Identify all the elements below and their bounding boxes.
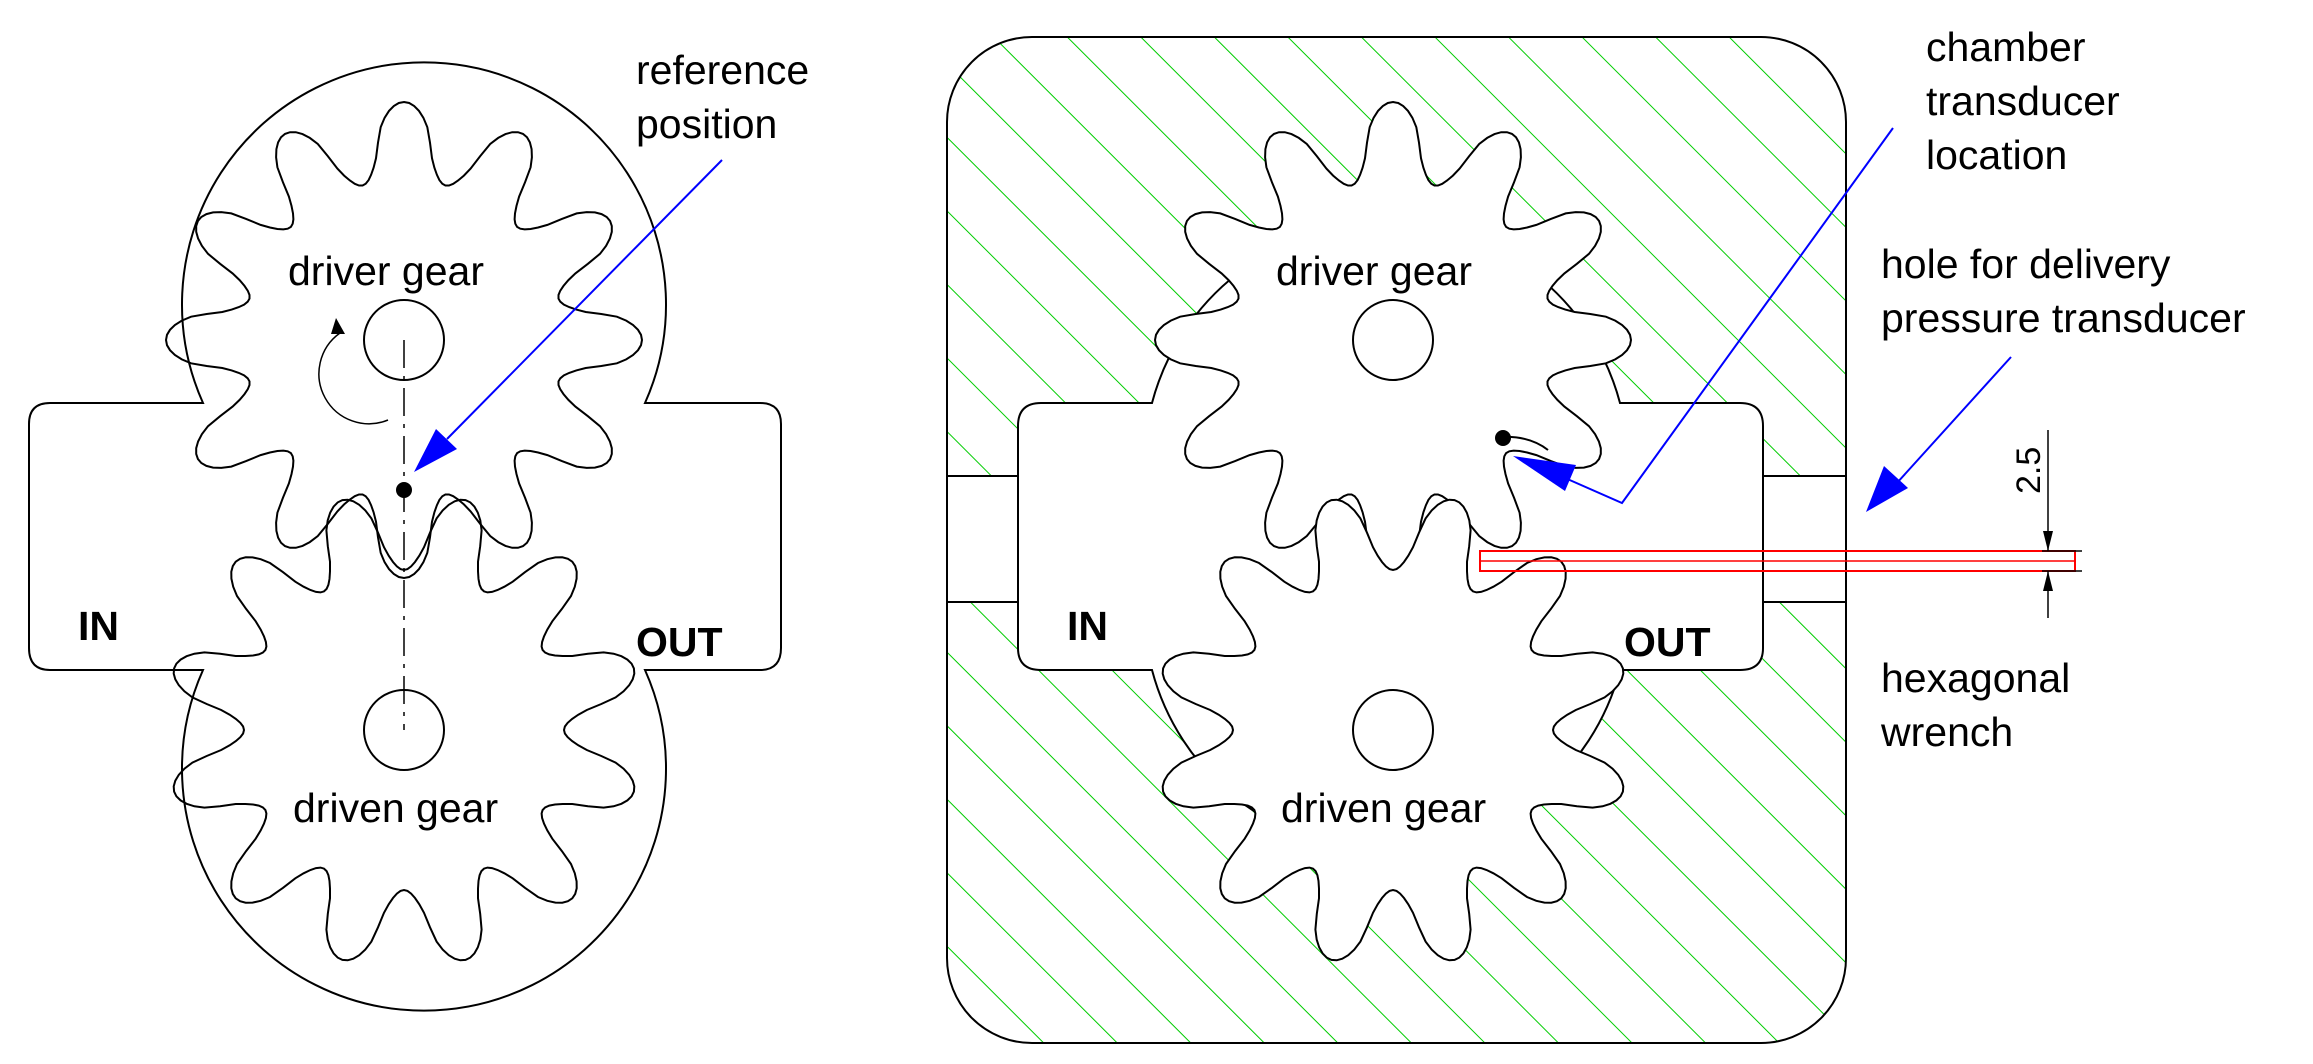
rotation-arrowhead-icon (331, 318, 345, 334)
gear-tooth-profile (172, 498, 636, 962)
delivery-hole-label-line1: hole for delivery (1881, 241, 2171, 287)
right-driven-gear-label: driven gear (1281, 785, 1486, 831)
delivery-hole-callout-line (1895, 356, 2012, 485)
right-in-port-label: IN (1067, 603, 1108, 649)
reference-position-label-line2: position (636, 101, 777, 147)
right-driver-gear-label: driver gear (1276, 248, 1472, 294)
left-view: driver gear driven gear IN OUT reference… (28, 47, 809, 1012)
dimension-value: 2.5 (2010, 447, 2048, 494)
left-driven-gear-label: driven gear (293, 785, 498, 831)
left-housing-outline (28, 61, 782, 1012)
delivery-hole-callout-arrowhead-icon (1866, 466, 1908, 512)
left-driver-gear-label: driver gear (288, 248, 484, 294)
pump-body-outline (946, 36, 1847, 1044)
dimension-arrow-up-icon (2043, 571, 2053, 591)
dimension-arrow-down-icon (2043, 531, 2053, 551)
rotation-arrow (318, 332, 389, 425)
delivery-hole-label-line2: pressure transducer (1881, 295, 2246, 341)
hexagonal-wrench-label-line1: hexagonal (1881, 655, 2070, 701)
right-driven-shaft-hole (1352, 689, 1434, 771)
left-driven-gear (172, 498, 636, 962)
chamber-callout-arrowhead-icon (1513, 456, 1576, 491)
reference-callout-arrowhead-icon (414, 429, 457, 472)
chamber-transducer-label-line1: chamber (1926, 24, 2086, 70)
chamber-transducer-label-line2: transducer (1926, 78, 2120, 124)
reference-callout-line (446, 159, 723, 440)
chamber-callout-line (1555, 127, 1894, 505)
reference-position-label-line1: reference (636, 47, 809, 93)
right-driver-shaft-hole (1352, 299, 1434, 381)
right-out-port-label: OUT (1624, 619, 1711, 665)
gear-tooth-profile (1161, 498, 1625, 962)
right-driven-gear (1161, 498, 1625, 962)
right-view: 2.5 driver gear driven gear IN OUT chamb… (946, 24, 2246, 1044)
gear-tooth-profile (164, 100, 644, 580)
hexagonal-wrench-label-line2: wrench (1880, 709, 2013, 755)
chamber-transducer-dot (1495, 430, 1511, 446)
chamber-transducer-label-line3: location (1926, 132, 2067, 178)
reference-position-dot (396, 482, 412, 498)
left-out-port-label: OUT (636, 619, 723, 665)
left-in-port-label: IN (78, 603, 119, 649)
left-driver-gear (164, 100, 644, 580)
